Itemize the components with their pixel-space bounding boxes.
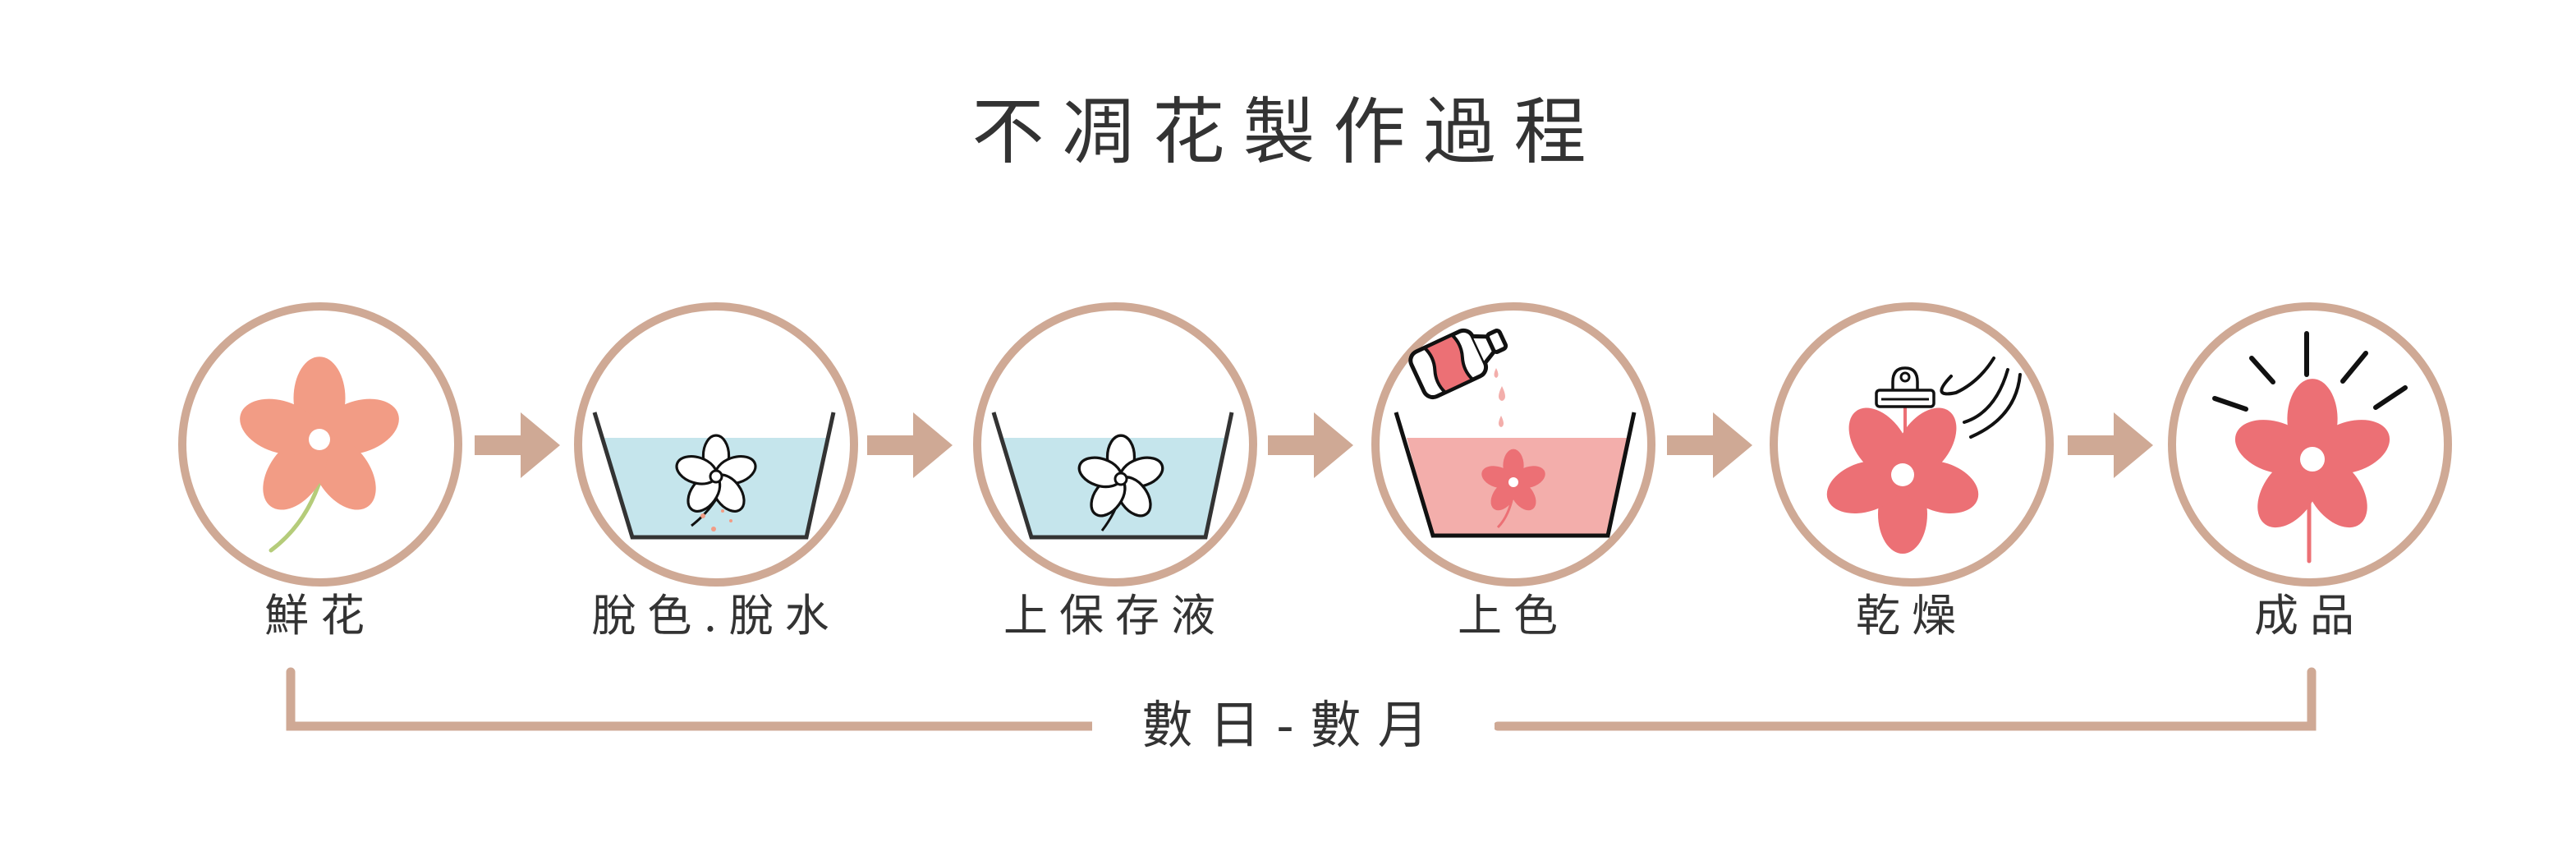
step-ring-5	[1770, 302, 2054, 587]
dye-basin-bottle-icon	[1394, 328, 1637, 538]
wind-lines-icon	[1940, 357, 2022, 439]
step-ring-1	[178, 302, 462, 587]
fresh-flower-icon	[232, 357, 406, 553]
preservative-basin-icon	[991, 412, 1234, 540]
arrow-right-icon	[475, 412, 560, 478]
step-label-preservative: 上保存液	[1003, 590, 1227, 642]
step-label-finished: 成品	[2254, 590, 2366, 642]
arrow-right-icon	[867, 412, 953, 478]
step-label-dry: 乾燥	[1856, 590, 1968, 642]
arrow-right-icon	[1667, 412, 1752, 478]
arrow-right-icon	[2068, 412, 2153, 478]
duration-label: 數日-數月	[1092, 683, 1495, 757]
sparkle-lines-icon	[2212, 331, 2408, 412]
hanging-dry-flower-icon	[1820, 357, 2022, 554]
dye-bottle-icon	[1408, 328, 1508, 400]
step-label-bleach-dehydrate: 脫色.脫水	[591, 590, 841, 642]
bleach-dehydrate-basin-icon	[592, 412, 836, 540]
step-ring-2	[574, 302, 858, 587]
page-title: 不凋花製作過程	[971, 90, 1605, 174]
arrow-right-icon	[1268, 412, 1353, 478]
step-ring-6	[2168, 302, 2452, 587]
duration-bracket	[286, 667, 2317, 731]
step-label-dye: 上色	[1458, 590, 1569, 642]
step-ring-4	[1371, 302, 1655, 587]
clip-icon	[1875, 366, 1935, 408]
finished-flower-icon	[2212, 331, 2408, 564]
step-label-fresh-flower: 鮮花	[264, 590, 376, 642]
step-ring-3	[973, 302, 1257, 587]
